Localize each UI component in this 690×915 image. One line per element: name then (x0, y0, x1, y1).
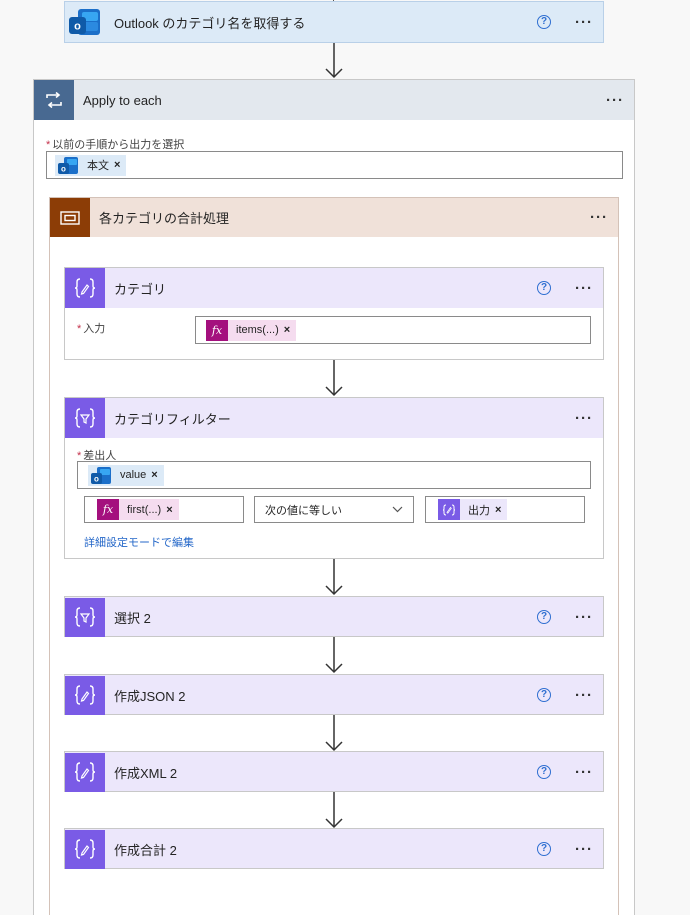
more-options-icon[interactable]: ··· (575, 409, 593, 427)
right-operand-field[interactable]: 出力 × (425, 496, 585, 523)
more-options-icon[interactable]: ··· (575, 608, 593, 626)
apply-to-each-header[interactable]: Apply to each ··· (34, 80, 634, 120)
more-options-icon[interactable]: ··· (575, 686, 593, 704)
token-label: items(...) (236, 324, 279, 336)
connector-arrow (325, 43, 343, 79)
token-label: first(...) (127, 503, 162, 516)
scope-icon (50, 198, 90, 237)
step-title: カテゴリフィルター (114, 411, 231, 427)
input-field[interactable]: fx items(...) × (195, 316, 591, 344)
compose-json-2-step[interactable]: 作成JSON 2 ? ··· (64, 674, 604, 715)
step-title: 作成XML 2 (114, 765, 178, 781)
outlook-icon: o (88, 465, 114, 486)
function-icon: fx (206, 319, 228, 341)
body-token[interactable]: o 本文 × (55, 154, 127, 176)
remove-token-icon[interactable]: × (166, 503, 173, 516)
more-options-icon[interactable]: ··· (575, 840, 593, 858)
left-operand-field[interactable]: fx first(...) × (84, 496, 244, 523)
from-field[interactable]: o value × (77, 461, 591, 489)
compose-xml-2-step[interactable]: 作成XML 2 ? ··· (64, 751, 604, 792)
filter-header[interactable]: カテゴリフィルター ··· (65, 398, 603, 438)
filter-icon (65, 597, 105, 637)
step-title: 選択 2 (114, 610, 151, 626)
remove-token-icon[interactable]: × (283, 324, 291, 336)
chevron-down-icon (392, 506, 403, 513)
outlook-icon: o (55, 155, 81, 176)
value-token[interactable]: o value × (88, 464, 164, 486)
svg-text:o: o (94, 474, 99, 483)
step-title: カテゴリ (114, 281, 167, 297)
compose-icon (65, 752, 105, 792)
scope-header[interactable]: 各カテゴリの合計処理 ··· (50, 198, 618, 237)
connector-arrow (325, 637, 343, 674)
remove-token-icon[interactable]: × (151, 469, 158, 481)
step-title: 作成JSON 2 (114, 688, 186, 704)
step-title: Outlook のカテゴリ名を取得する (114, 15, 306, 31)
connector-arrow (325, 559, 343, 596)
select-output-field[interactable]: o 本文 × (46, 151, 623, 179)
operator-dropdown[interactable]: 次の値に等しい (254, 496, 414, 523)
remove-token-icon[interactable]: × (495, 503, 502, 516)
compose-icon (438, 499, 460, 520)
svg-text:o: o (61, 164, 66, 173)
token-label: 本文 (87, 160, 109, 172)
function-icon: fx (97, 499, 119, 520)
select-2-step[interactable]: 選択 2 ? ··· (64, 596, 604, 637)
token-label: 出力 (468, 504, 490, 517)
compose-icon (65, 675, 105, 715)
input-label: *入力 (77, 323, 106, 335)
from-label: *差出人 (77, 450, 117, 462)
connector-arrow (325, 360, 343, 397)
token-label: value (120, 469, 147, 481)
more-options-icon[interactable]: ··· (575, 763, 593, 781)
more-options-icon[interactable]: ··· (575, 279, 593, 297)
filter-icon (65, 398, 105, 438)
help-icon[interactable]: ? (537, 15, 551, 29)
help-icon[interactable]: ? (537, 688, 551, 702)
step-title: 作成合計 2 (114, 842, 177, 858)
connector-arrow (325, 792, 343, 829)
first-token[interactable]: fx first(...) × (97, 499, 179, 520)
outlook-get-categories-step[interactable]: o Outlook のカテゴリ名を取得する ? ··· (64, 1, 604, 43)
loop-icon (34, 80, 74, 120)
remove-token-icon[interactable]: × (114, 159, 121, 171)
help-icon[interactable]: ? (537, 765, 551, 779)
help-icon[interactable]: ? (537, 610, 551, 624)
category-compose-step: カテゴリ ? ··· *入力 fx items(...) × (64, 267, 604, 360)
select-output-label: *以前の手順から出力を選択 (46, 139, 185, 151)
step-title: Apply to each (83, 92, 162, 108)
category-header[interactable]: カテゴリ ? ··· (65, 268, 603, 308)
more-options-icon[interactable]: ··· (590, 209, 608, 226)
operator-value: 次の値に等しい (265, 504, 342, 517)
help-icon[interactable]: ? (537, 842, 551, 856)
outlook-icon: o (65, 2, 105, 42)
compose-icon (65, 829, 105, 869)
compose-sum-2-step[interactable]: 作成合計 2 ? ··· (64, 828, 604, 869)
more-options-icon[interactable]: ··· (606, 91, 624, 109)
svg-text:o: o (74, 21, 81, 33)
items-token[interactable]: fx items(...) × (206, 319, 297, 341)
category-filter-step: カテゴリフィルター ··· *差出人 o value × fx first(..… (64, 397, 604, 559)
step-title: 各カテゴリの合計処理 (99, 211, 230, 226)
output-token[interactable]: 出力 × (438, 499, 508, 520)
help-icon[interactable]: ? (537, 281, 551, 295)
advanced-mode-link[interactable]: 詳細設定モードで編集 (84, 537, 194, 549)
connector-arrow (325, 715, 343, 752)
more-options-icon[interactable]: ··· (575, 13, 593, 31)
compose-icon (65, 268, 105, 308)
